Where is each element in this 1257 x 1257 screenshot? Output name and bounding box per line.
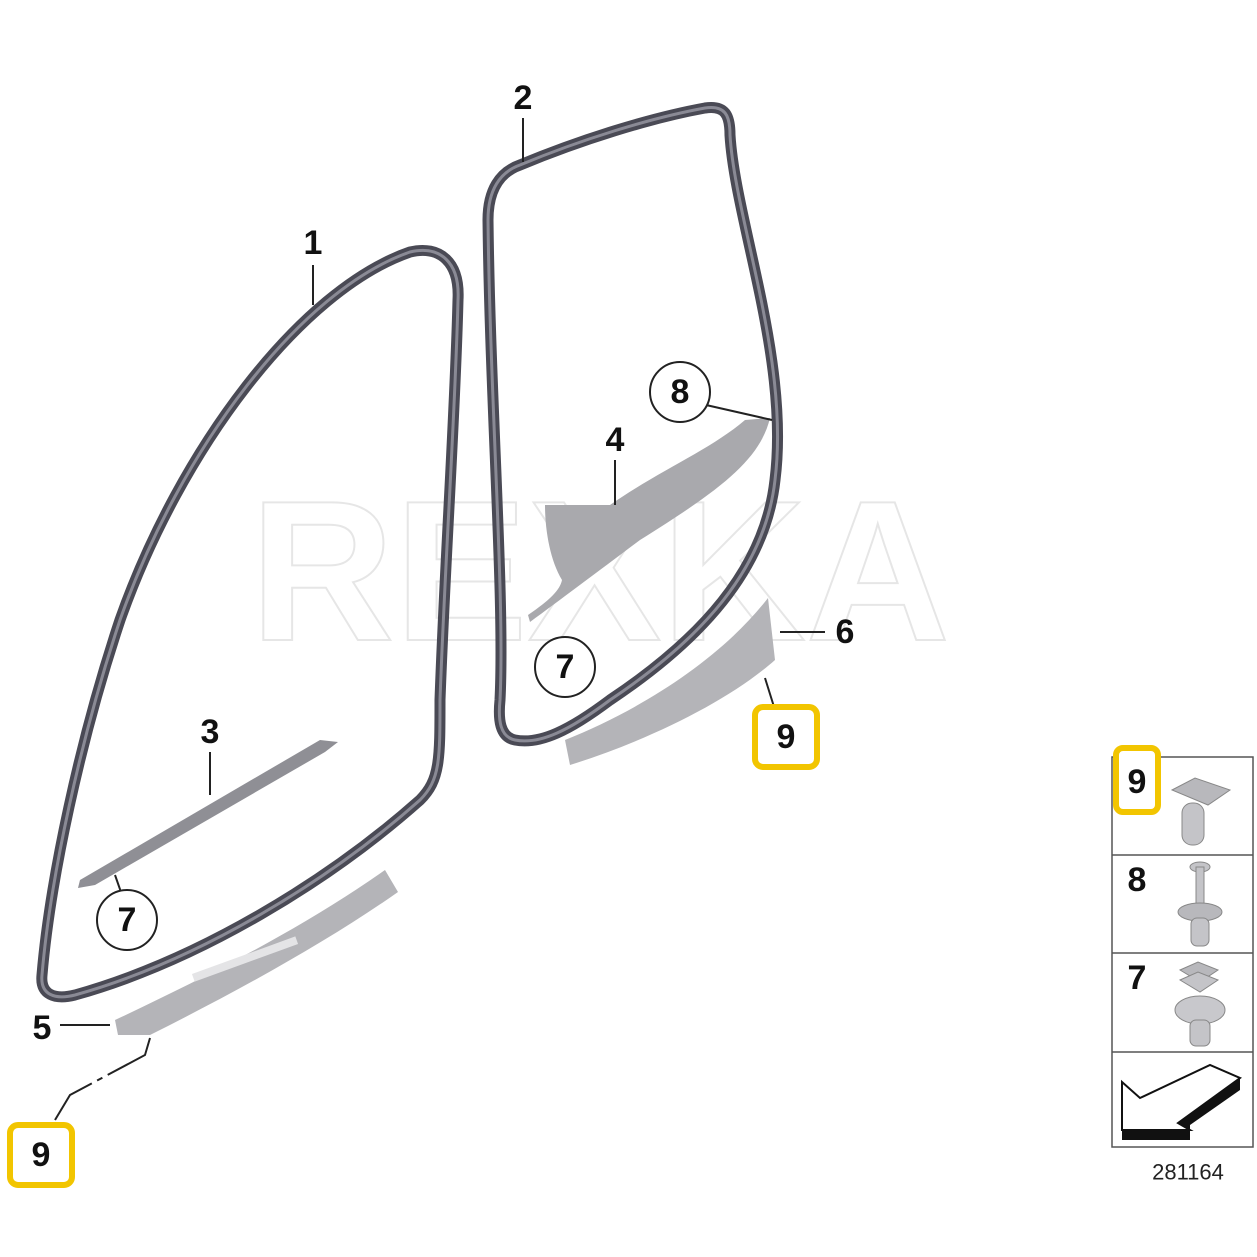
callout-3: 3 — [201, 713, 220, 751]
direction-arrow-icon — [1121, 1063, 1243, 1140]
watermark: REXKA — [250, 460, 950, 683]
trim-strip-3 — [78, 740, 338, 888]
fastener-legend: 9 8 7 281164 — [1111, 745, 1254, 1185]
callout-8: 8 — [671, 373, 690, 411]
callout-7-front: 7 — [118, 901, 137, 939]
expanding-rivet-icon — [1177, 861, 1223, 947]
door-seal-rear — [482, 101, 784, 747]
callout-2: 2 — [514, 79, 533, 117]
callout-9-front: 9 — [32, 1136, 51, 1174]
sill-logo-strip — [191, 936, 299, 982]
trim-panel-4 — [528, 418, 770, 622]
callout-6: 6 — [836, 613, 855, 651]
callout-1: 1 — [304, 224, 323, 262]
legend-label-8: 8 — [1128, 861, 1147, 899]
callout-9-rear: 9 — [777, 718, 796, 756]
diagram-number: 281164 — [1152, 1160, 1224, 1185]
clip-nut-icon — [1174, 961, 1226, 1047]
callout-5: 5 — [33, 1009, 52, 1047]
callout-4: 4 — [606, 421, 625, 459]
callout-7-rear: 7 — [556, 648, 575, 686]
legend-label-9: 9 — [1128, 763, 1147, 801]
push-clip-icon — [1170, 777, 1232, 846]
door-sill-6 — [565, 598, 775, 765]
legend-label-7: 7 — [1128, 959, 1147, 997]
door-seal-front — [36, 245, 464, 1003]
